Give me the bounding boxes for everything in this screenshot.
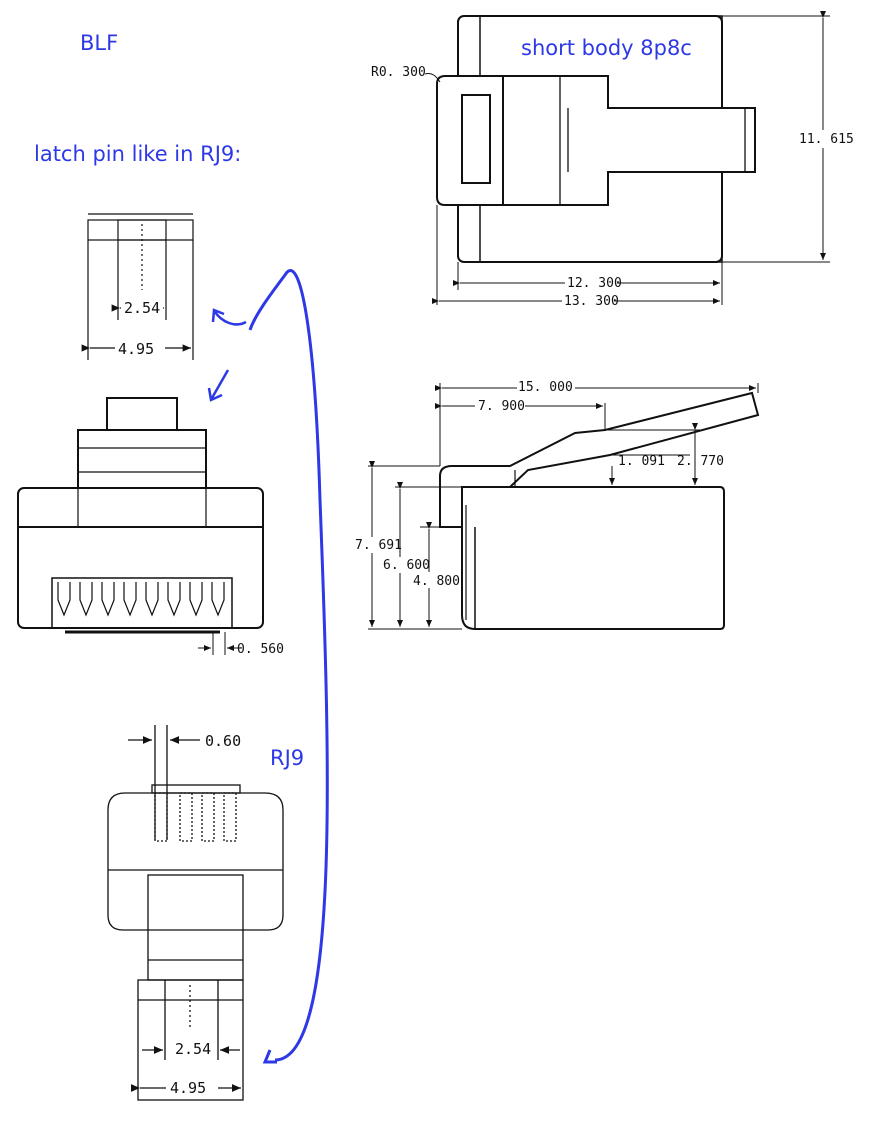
- dim-total-height: 7. 691: [355, 538, 402, 553]
- small-arrow-2: [210, 369, 230, 399]
- small-arrow-1: [213, 311, 247, 326]
- front-view: [17, 397, 264, 655]
- dim-rj9-inner: 2.54: [175, 1040, 211, 1058]
- dim-inner-width: 12. 300: [567, 276, 622, 291]
- rj9-pins: [154, 792, 237, 842]
- dim-height: 11. 615: [799, 132, 854, 147]
- dim-body-height: 6. 600: [383, 558, 430, 573]
- latch-detail: [81, 213, 194, 360]
- dim-pitch: 0. 560: [237, 642, 284, 657]
- dim-latch-outer: 4.95: [118, 340, 154, 358]
- rj9-view: [107, 725, 284, 1101]
- side-view: [368, 383, 760, 630]
- top-view: [424, 11, 830, 305]
- dim-rj9-pin: 0.60: [205, 732, 241, 750]
- dim-outer-width: 13. 300: [564, 294, 619, 309]
- dim-rj9-outer: 4.95: [170, 1079, 206, 1097]
- label-blf: BLF: [80, 31, 118, 55]
- relation-curve: [248, 269, 329, 1062]
- dim-front-height: 4. 800: [413, 574, 460, 589]
- label-latch-pin: latch pin like in RJ9:: [34, 142, 241, 166]
- dim-latch-rise: 1. 091: [618, 454, 665, 469]
- relation-arrowhead-bottom: [262, 1049, 277, 1064]
- dim-latch-inner: 2.54: [124, 299, 160, 317]
- small-arrow-2-head: [207, 387, 223, 402]
- dim-latch-len: 7. 900: [478, 399, 525, 414]
- contact-slots: [57, 582, 225, 617]
- small-arrow-1-head: [211, 308, 225, 323]
- dim-radius: R0. 300: [371, 65, 426, 80]
- label-short-body: short body 8p8c: [521, 36, 692, 60]
- dim-length: 15. 000: [518, 380, 573, 395]
- dim-latch-height: 2. 770: [677, 454, 724, 469]
- label-rj9: RJ9: [270, 746, 304, 770]
